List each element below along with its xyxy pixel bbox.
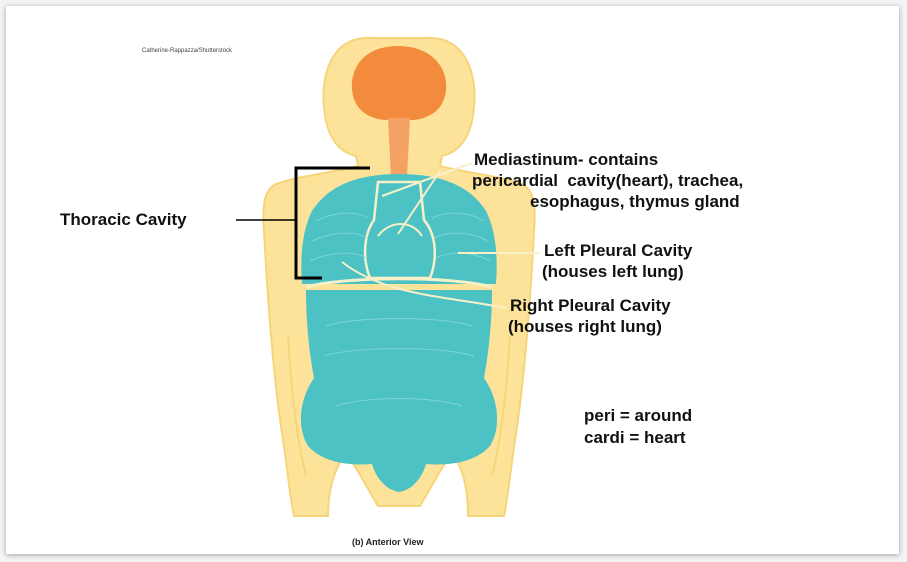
brain bbox=[352, 46, 446, 120]
thoracic-cavity-label: Thoracic Cavity bbox=[60, 210, 187, 230]
slide: Catherine-Rappazza/Shutterstock Thoracic… bbox=[6, 6, 899, 554]
left-pleural-label-line-2: (houses left lung) bbox=[542, 262, 684, 282]
anterior-body-diagram bbox=[6, 6, 899, 554]
spinal-cord bbox=[388, 118, 410, 178]
right-pleural-label-line-1: Right Pleural Cavity bbox=[510, 296, 671, 316]
right-pleural-label-line-2: (houses right lung) bbox=[508, 317, 662, 337]
left-pleural-label-line-1: Left Pleural Cavity bbox=[544, 241, 692, 261]
mediastinum-label-line-3: esophagus, thymus gland bbox=[530, 192, 740, 212]
mediastinum-label-line-2: pericardial cavity(heart), trachea, bbox=[472, 171, 743, 191]
figure-caption: (b) Anterior View bbox=[352, 537, 424, 547]
note-cardi: cardi = heart bbox=[584, 428, 686, 448]
note-peri: peri = around bbox=[584, 406, 692, 426]
image-credit: Catherine-Rappazza/Shutterstock bbox=[142, 48, 232, 54]
mediastinum-label-line-1: Mediastinum- contains bbox=[474, 150, 658, 170]
